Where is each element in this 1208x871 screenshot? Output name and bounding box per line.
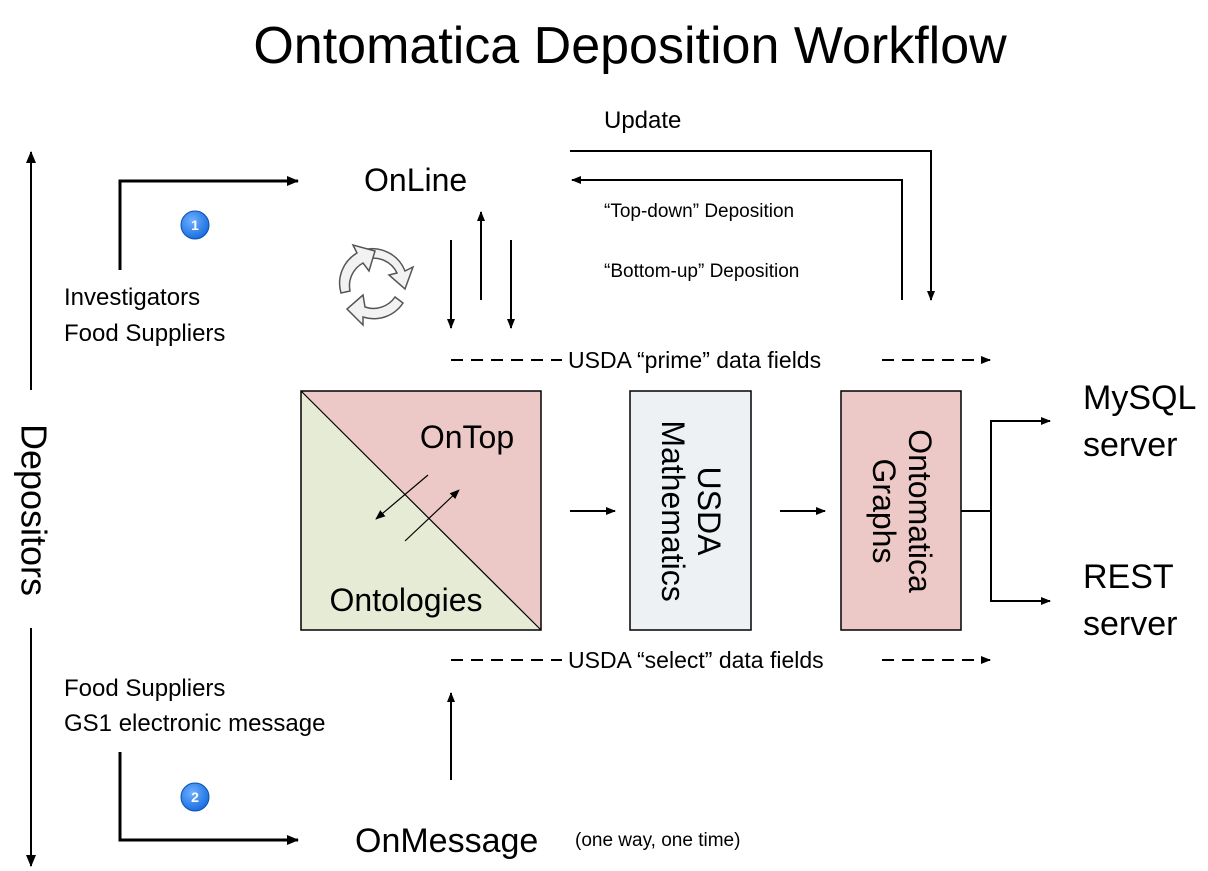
onmessage-note: (one way, one time) [575,830,740,851]
depositors-label: Depositors [13,424,54,596]
source-investigators: Investigators [64,284,200,311]
output-branches [961,417,1051,605]
rest-server: REST server [1083,558,1177,643]
usda-math-line2: Mathematics [655,420,691,601]
ontop-label: OnTop [420,419,514,455]
mysql-server: MySQL server [1083,379,1196,464]
top-down-label: “Top-down” Deposition [604,201,794,222]
online-label: OnLine [364,162,467,198]
update-label: Update [604,107,681,134]
source-food-suppliers-2: Food Suppliers [64,675,225,702]
svg-text:2: 2 [191,789,199,805]
svg-text:server: server [1083,426,1177,464]
ontomatica-graphs-box: Ontomatica Graphs [840,390,962,631]
cycle-icon [338,243,415,327]
graphs-line2: Graphs [866,459,902,564]
prime-data-fields: USDA “prime” data fields [451,347,991,373]
update-flow: Update “Top-down” Deposition “Bottom-up”… [570,107,935,301]
number-badge-icon: 2 [180,782,210,812]
depositors-axis: Depositors [13,151,54,867]
svg-text:1: 1 [191,217,199,233]
bottom-up-label: “Bottom-up” Deposition [604,261,799,282]
source-food-suppliers: Food Suppliers [64,320,225,347]
svg-text:MySQL: MySQL [1083,379,1196,417]
bottom-deposition-path: Food Suppliers GS1 electronic message 2 [64,675,325,845]
select-data-fields: USDA “select” data fields [451,647,991,673]
svg-text:server: server [1083,605,1177,643]
graphs-line1: Ontomatica [902,429,938,593]
onmessage-label: OnMessage [355,822,538,860]
ontologies-label: Ontologies [330,582,483,618]
usda-mathematics-box: USDA Mathematics [629,390,752,631]
page-title: Ontomatica Deposition Workflow [253,17,1007,75]
ontop-ontologies-box: OnTop Ontologies [300,390,542,631]
number-badge-icon: 1 [180,210,210,240]
source-gs1-message: GS1 electronic message [64,710,325,737]
usda-math-line1: USDA [691,467,727,557]
top-deposition-path: 1 Investigators Food Suppliers [64,176,299,347]
select-fields-label: USDA “select” data fields [568,647,824,673]
svg-text:REST: REST [1083,558,1174,596]
prime-fields-label: USDA “prime” data fields [568,347,821,373]
online-arrows [447,211,515,329]
